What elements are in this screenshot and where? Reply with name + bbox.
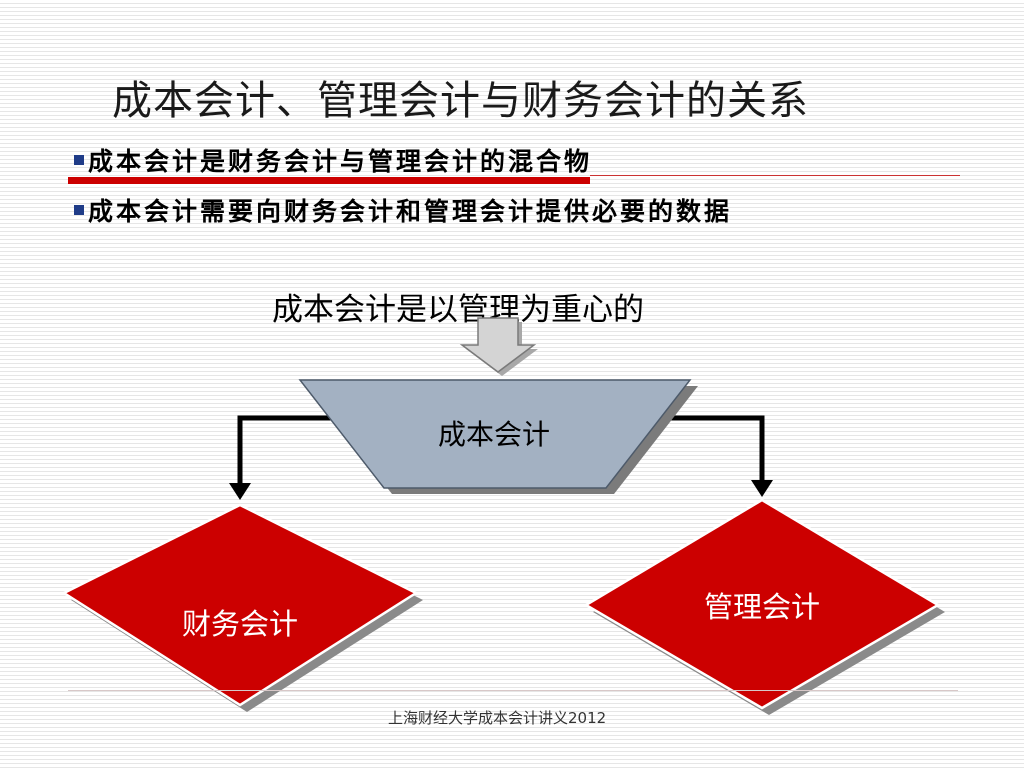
diagram-subheading: 成本会计是以管理为重心的 — [272, 292, 644, 328]
square-bullet-icon — [74, 155, 84, 165]
left-node: 财务会计 — [61, 503, 423, 712]
footer-divider — [68, 690, 958, 691]
center-node: 成本会计 — [298, 379, 698, 494]
down-arrow-icon — [459, 317, 538, 376]
right-node-label: 管理会计 — [704, 590, 820, 624]
bullet-text-2: 成本会计需要向财务会计和管理会计提供必要的数据 — [88, 197, 733, 226]
connector-left — [229, 415, 340, 500]
left-node-label: 财务会计 — [182, 607, 298, 641]
slide-footer: 上海财经大学成本会计讲义2012 — [388, 709, 607, 727]
connector-right — [662, 415, 773, 497]
title-underline-red — [68, 177, 590, 184]
square-bullet-icon — [74, 205, 84, 215]
slide-title: 成本会计、管理会计与财务会计的关系 — [112, 78, 809, 124]
bullet-text-1: 成本会计是财务会计与管理会计的混合物 — [88, 147, 593, 176]
bullet-item-2: 成本会计需要向财务会计和管理会计提供必要的数据 — [74, 192, 732, 228]
right-node: 管理会计 — [583, 498, 945, 715]
center-node-label: 成本会计 — [438, 418, 550, 451]
title-underline-thin — [590, 175, 960, 176]
bullet-item-1: 成本会计是财务会计与管理会计的混合物 — [74, 142, 592, 178]
